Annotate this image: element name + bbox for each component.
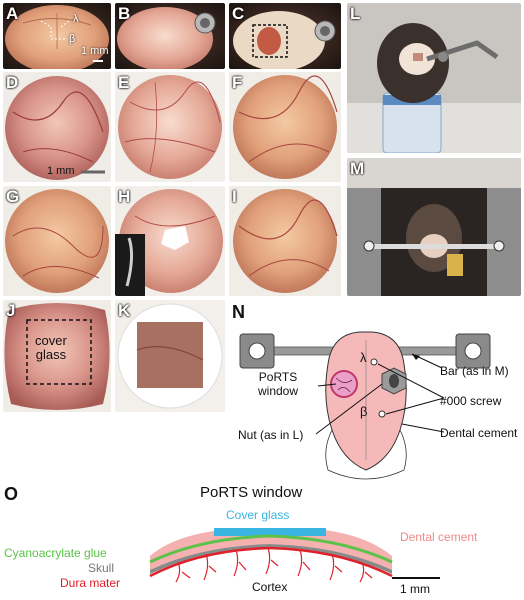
- o-dental-cement-label: Dental cement: [400, 530, 478, 544]
- panel-h-photo: [115, 186, 225, 296]
- panel-f: F: [229, 72, 341, 182]
- panel-label-k: K: [118, 301, 131, 320]
- panel-label-n: N: [232, 302, 245, 322]
- panel-d: D 1 mm: [3, 72, 111, 182]
- panel-label-m: M: [350, 159, 365, 178]
- o-vessels: [175, 547, 373, 583]
- panel-h: H: [115, 186, 225, 296]
- nut-label: Nut (as in L): [238, 428, 304, 442]
- panel-label-g: G: [6, 187, 20, 206]
- panel-a-photo: [3, 3, 111, 69]
- bar-label: Bar (as in M): [440, 364, 509, 378]
- o-scale-label: 1 mm: [400, 582, 430, 596]
- o-glue-line: [149, 534, 393, 564]
- o-cover-glass-shape: [214, 528, 326, 536]
- screw-icon-top: [370, 358, 378, 366]
- portrs-window-icon: [330, 370, 358, 398]
- o-cement-shape: [150, 528, 392, 570]
- n-beta-label: β: [360, 404, 368, 419]
- beta-label: β: [69, 33, 76, 45]
- panel-m: M: [347, 158, 521, 296]
- panel-d-photo: [3, 72, 111, 182]
- panel-label-a: A: [6, 4, 19, 23]
- panel-c: C: [229, 3, 341, 69]
- panel-e: E: [115, 72, 225, 182]
- portrs-window-label: PoRTS window: [258, 370, 299, 398]
- panel-label-b: B: [118, 4, 131, 23]
- panel-j: J cover glass: [3, 300, 111, 412]
- panel-b-photo: [115, 3, 225, 69]
- panel-f-photo: [229, 72, 341, 182]
- panel-label-f: F: [232, 73, 243, 92]
- panel-o-cross-section: [149, 528, 440, 583]
- scale-label-d: 1 mm: [47, 165, 75, 177]
- panel-label-c: C: [232, 4, 245, 23]
- panel-g: G: [3, 186, 111, 296]
- panel-i: I: [229, 186, 341, 296]
- panel-label-j: J: [6, 301, 16, 320]
- panel-label-h: H: [118, 187, 131, 206]
- lambda-label: λ: [73, 13, 79, 25]
- o-title: PoRTS window: [200, 484, 303, 501]
- panel-n-schematic: [239, 331, 491, 480]
- o-glue-label: Cyanoacrylate glue: [4, 546, 107, 560]
- panel-l: L: [347, 3, 521, 153]
- panel-k: K: [115, 300, 225, 412]
- panel-i-photo: [229, 186, 341, 296]
- panel-b: B: [115, 3, 225, 69]
- scale-label: 1 mm: [81, 45, 109, 57]
- panel-a: A λ β 1 mm: [3, 3, 111, 69]
- bar-hole-left-icon: [248, 342, 266, 360]
- o-dura-label: Dura mater: [60, 576, 121, 590]
- o-skull-label: Skull: [88, 561, 115, 575]
- panel-l-photo: [347, 3, 521, 153]
- panel-c-photo: [229, 3, 341, 69]
- dental-cement-label: Dental cement: [440, 426, 518, 440]
- o-cover-glass-label: Cover glass: [226, 508, 290, 522]
- panel-label-l: L: [350, 4, 361, 23]
- n-lambda-label: λ: [360, 350, 367, 365]
- o-skull-shape: [150, 544, 392, 574]
- panel-m-photo: [347, 158, 521, 296]
- cover-glass-label: cover glass: [35, 333, 67, 362]
- panel-g-photo: [3, 186, 111, 296]
- o-cortex-label: Cortex: [252, 580, 288, 594]
- panel-e-photo: [115, 72, 225, 182]
- panel-j-photo: [3, 300, 111, 412]
- screw-icon-bottom: [378, 410, 386, 418]
- panel-label-o: O: [4, 484, 19, 504]
- screw-label: #000 screw: [440, 394, 502, 408]
- panel-label-e: E: [118, 73, 130, 92]
- bar-hole-right-icon: [464, 342, 482, 360]
- o-dura-line: [149, 546, 393, 578]
- panel-label-i: I: [232, 187, 237, 206]
- panel-label-d: D: [6, 73, 19, 92]
- panel-k-photo: [115, 300, 225, 412]
